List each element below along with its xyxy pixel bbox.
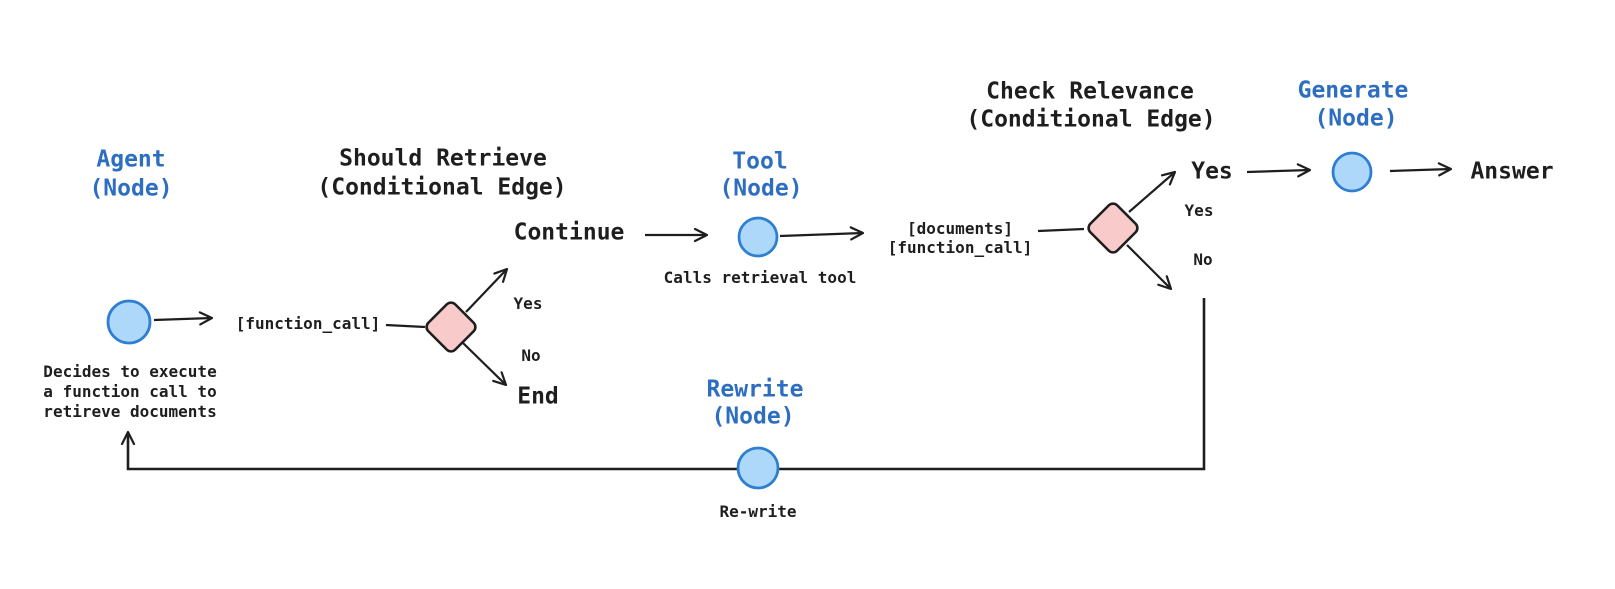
answer-label: Answer	[1470, 158, 1554, 185]
agent-node-circle	[106, 299, 152, 345]
check-relevance-yes-target: Yes	[1191, 158, 1233, 185]
documents-connector	[1037, 227, 1085, 233]
should-retrieve-no-label: No	[521, 346, 541, 365]
rewrite-node-caption: Re-write	[719, 502, 797, 521]
should-retrieve-no-arrow	[462, 342, 508, 387]
function-call-label: [function_call]	[235, 314, 381, 333]
agent-node-title: Agent	[96, 146, 166, 173]
check-relevance-yes-arrow	[1128, 170, 1177, 213]
rewrite-node-circle	[736, 446, 780, 490]
check-relevance-title: Check Relevance	[986, 78, 1194, 105]
should-retrieve-diamond	[425, 301, 477, 353]
tool-output-arrow	[779, 226, 865, 241]
continue-label: Continue	[513, 219, 625, 246]
check-relevance-no-label: No	[1193, 250, 1213, 269]
tool-node-subtitle: (Node)	[719, 175, 803, 202]
generate-input-arrow	[1246, 163, 1312, 178]
check-relevance-subtitle: (Conditional Edge)	[966, 106, 1216, 133]
check-relevance-no-arrow	[1126, 244, 1173, 291]
tool-node-circle	[737, 216, 779, 258]
generate-node-circle	[1331, 151, 1373, 193]
answer-arrow	[1389, 162, 1453, 177]
check-relevance-yes-label: Yes	[1184, 201, 1214, 220]
tool-node-title: Tool	[732, 148, 788, 175]
end-label: End	[517, 383, 559, 410]
rewrite-node-subtitle: (Node)	[711, 403, 795, 430]
rewrite-node-title: Rewrite	[706, 376, 804, 403]
should-retrieve-yes-arrow	[465, 267, 509, 313]
agent-node-caption: Decides to execute a function call to re…	[43, 362, 217, 421]
should-retrieve-yes-label: Yes	[513, 294, 543, 313]
agent-output-arrow	[153, 311, 214, 326]
function-call-connector	[385, 323, 426, 329]
agent-node-subtitle: (Node)	[89, 175, 173, 202]
should-retrieve-subtitle: (Conditional Edge)	[317, 174, 567, 201]
generate-node-subtitle: (Node)	[1314, 105, 1398, 132]
documents-label: [documents] [function_call]	[887, 219, 1033, 257]
generate-node-title: Generate	[1297, 77, 1409, 104]
check-relevance-diamond	[1087, 202, 1139, 254]
tool-node-caption: Calls retrieval tool	[663, 268, 857, 287]
rewrite-loop-path	[120, 298, 1206, 471]
should-retrieve-title: Should Retrieve	[339, 145, 547, 172]
